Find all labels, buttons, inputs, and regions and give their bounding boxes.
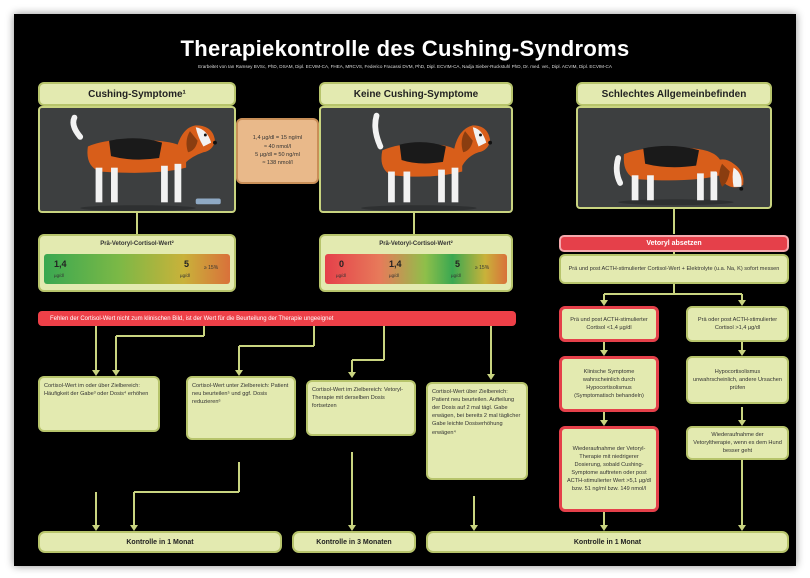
cortisol-warning-banner: Fehlen der Cortisol-Wert nicht zum klini… bbox=[38, 311, 516, 326]
dog-alert-illustration bbox=[321, 108, 511, 211]
box-resume-lower-dose: Wiederaufnahme der Vetoryl-Therapie mit … bbox=[559, 426, 659, 512]
box-over-target-reassess: Cortisol-Wert über Zielbereich: Patient … bbox=[426, 382, 528, 480]
conversion-line-1: 1,4 µg/dl = 15 ng/ml bbox=[253, 134, 302, 142]
mid-unit-1: µg/dl bbox=[389, 273, 399, 278]
acth-measure-box: Prä und post ACTH-stimulierter Cortisol-… bbox=[559, 254, 789, 284]
page-subtitle: Erarbeitet von Ian Ramsey BVSc, PhD, DSA… bbox=[74, 64, 736, 69]
left-value-2: 5 bbox=[184, 259, 189, 269]
box-below-target: Cortisol-Wert unter Zielbereich: Patient… bbox=[186, 376, 296, 440]
conversion-line-4: ≈ 138 nmol/l bbox=[253, 159, 302, 167]
dog-standing-illustration bbox=[40, 108, 234, 211]
left-unit-2: µg/dl bbox=[180, 273, 190, 278]
box-high-acth: Prä oder post ACTH-stimulierter Cortisol… bbox=[686, 306, 789, 342]
conversion-line-3: 5 µg/dl = 50 ng/ml bbox=[253, 151, 302, 159]
head-poor-condition: Schlechtes Allgemeinbefinden bbox=[576, 82, 772, 106]
box-low-acth: Prä und post ACTH-stimulierter Cortisol … bbox=[559, 306, 659, 342]
gradient-bar-left: 1,4 µg/dl 5 µg/dl ≥ 15% bbox=[44, 254, 230, 284]
footer-check-1-month-left: Kontrolle in 1 Monat bbox=[38, 531, 282, 553]
cortisol-scale-left: Prä-Vetoryl-Cortisol-Wert² 1,4 µg/dl 5 µ… bbox=[38, 234, 236, 292]
cortisol-label-middle: Prä-Vetoryl-Cortisol-Wert² bbox=[321, 241, 511, 247]
unit-conversion-note: 1,4 µg/dl = 15 ng/ml ≈ 40 nmol/l 5 µg/dl… bbox=[236, 118, 319, 184]
page-title: Therapiekontrolle des Cushing-Syndroms bbox=[14, 36, 796, 62]
left-tail: ≥ 15% bbox=[204, 265, 218, 271]
box-resume-when-better: Wiederaufnahme der Vetoryltherapie, wenn… bbox=[686, 426, 789, 460]
left-unit-1: µg/dl bbox=[54, 273, 64, 278]
dog-photo-middle bbox=[319, 106, 513, 213]
mid-value-1: 1,4 bbox=[389, 259, 402, 269]
footer-check-1-month-right: Kontrolle in 1 Monat bbox=[426, 531, 789, 553]
conversion-line-2: ≈ 40 nmol/l bbox=[253, 143, 302, 151]
mid-unit-2: µg/dl bbox=[451, 273, 461, 278]
box-hypocortisolism-unlikely: Hypocortisolismus unwahrscheinlich, ande… bbox=[686, 356, 789, 404]
dog-sad-illustration bbox=[578, 108, 770, 207]
head-cushing-symptoms: Cushing-Symptome¹ bbox=[38, 82, 236, 106]
left-value-1: 1,4 bbox=[54, 259, 67, 269]
box-in-target: Cortisol-Wert im Zielbereich: Vetoryl-Th… bbox=[306, 380, 416, 436]
cortisol-scale-middle: Prä-Vetoryl-Cortisol-Wert² 0 µg/dl 1,4 µ… bbox=[319, 234, 513, 292]
gradient-bar-middle: 0 µg/dl 1,4 µg/dl 5 µg/dl ≥ 15% bbox=[325, 254, 507, 284]
box-hypocortisolism-likely: Klinische Symptome wahrscheinlich durch … bbox=[559, 356, 659, 412]
mid-unit-0: µg/dl bbox=[336, 273, 346, 278]
mid-value-0: 0 bbox=[339, 259, 344, 269]
cortisol-label-left: Prä-Vetoryl-Cortisol-Wert² bbox=[40, 241, 234, 247]
stop-vetoryl-banner: Vetoryl absetzen bbox=[559, 235, 789, 252]
dog-photo-right bbox=[576, 106, 772, 209]
poster: Therapiekontrolle des Cushing-Syndroms E… bbox=[14, 14, 796, 566]
footer-check-3-months: Kontrolle in 3 Monaten bbox=[292, 531, 416, 553]
box-above-target: Cortisol-Wert im oder über Zielbereich: … bbox=[38, 376, 160, 432]
mid-value-2: 5 bbox=[455, 259, 460, 269]
mid-tail: ≥ 15% bbox=[475, 265, 489, 271]
head-no-cushing-symptoms: Keine Cushing-Symptome bbox=[319, 82, 513, 106]
dog-photo-left bbox=[38, 106, 236, 213]
